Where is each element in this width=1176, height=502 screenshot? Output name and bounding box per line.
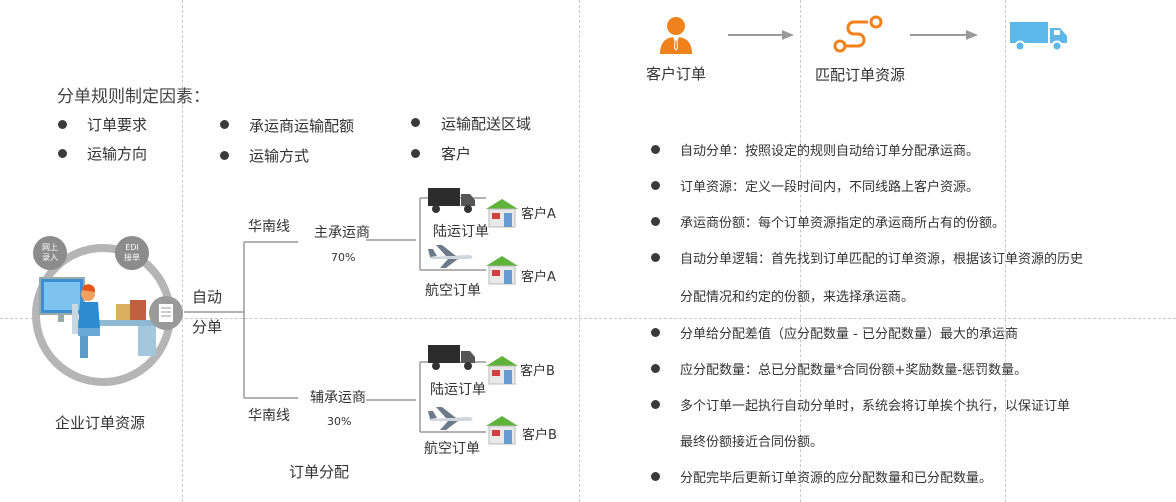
factor-item: 客户: [441, 145, 472, 163]
enterprise-label: 企业订单资源: [55, 414, 146, 432]
badge-label: 录入: [42, 253, 58, 262]
route-icon: [832, 14, 886, 58]
bullet-dot: [651, 217, 660, 226]
bullet-text: 应分配数量：总已分配数量*合同份额+奖励数量-惩罚数量。: [680, 363, 1028, 378]
truck-icon: [428, 186, 476, 218]
document-icon: [149, 296, 183, 330]
land-order-label: 陆运订单: [430, 382, 486, 398]
customer-label: 客户B: [520, 364, 555, 379]
airplane-icon: [428, 405, 476, 435]
store-icon: [484, 197, 520, 233]
bullet-text: 分单给分配差值（应分配数量 - 已分配数量）最大的承运商: [680, 327, 1018, 342]
badge-label: EDI: [125, 243, 139, 252]
bullet-dot: [651, 253, 660, 262]
truck-icon: [428, 343, 476, 375]
arrow-icon: [728, 27, 796, 46]
truck-icon: [1010, 20, 1070, 56]
bullet-dot: [411, 118, 420, 127]
bullet-text: 多个订单一起执行自动分单时，系统会将订单挨个执行，以保证订单: [680, 399, 1071, 414]
factor-item: 运输配送区域: [441, 115, 532, 133]
guide-line-vertical-4: [1005, 0, 1006, 502]
bullet-dot: [651, 472, 660, 481]
bullet-text: 分配情况和约定的份额，来选择承运商。: [680, 290, 915, 305]
flow-step-label: 匹配订单资源: [815, 66, 906, 84]
bullet-dot: [651, 181, 660, 190]
factor-item: 运输方式: [249, 147, 310, 165]
land-order-label: 陆运订单: [433, 224, 489, 240]
bullet-dot: [411, 149, 420, 158]
bullet-dot: [651, 145, 660, 154]
carrier-percent: 30%: [327, 415, 352, 428]
store-icon: [484, 254, 520, 290]
arrow-icon: [910, 27, 980, 46]
edi-badge: EDI 接单: [115, 236, 149, 270]
bullet-dot: [58, 120, 67, 129]
bullet-dot: [220, 120, 229, 129]
distribution-label: 订单分配: [289, 463, 350, 481]
customer-label: 客户A: [521, 270, 556, 285]
bullet-text: 自动分单：按照设定的规则自动给订单分配承运商。: [680, 144, 980, 159]
bullet-dot: [220, 151, 229, 160]
bullet-text: 分配完毕后更新订单资源的应分配数量和已分配数量。: [680, 471, 993, 486]
auto-split-label: 自动: [192, 288, 223, 306]
bullet-text: 最终份额接近合同份额。: [680, 435, 824, 450]
bullet-dot: [651, 364, 660, 373]
store-icon: [484, 414, 520, 450]
enterprise-illustration: [18, 238, 200, 400]
bullet-dot: [651, 328, 660, 337]
carrier-percent: 70%: [331, 251, 356, 264]
auto-split-label: 分单: [192, 318, 223, 336]
factors-title: 分单规则制定因素：: [57, 87, 210, 107]
badge-label: 网上: [42, 243, 58, 252]
flow-step-label: 客户订单: [646, 65, 707, 83]
factor-item: 订单要求: [87, 116, 148, 134]
store-icon: [484, 354, 520, 390]
guide-line-vertical-3: [800, 0, 801, 502]
bullet-dot: [58, 149, 67, 158]
customer-label: 客户A: [521, 207, 556, 222]
online-entry-badge: 网上 录入: [33, 236, 67, 270]
bullet-dot: [651, 400, 660, 409]
bullet-text: 承运商份额：每个订单资源指定的承运商所占有的份额。: [680, 216, 1006, 231]
line-label: 华南线: [248, 408, 290, 424]
guide-line-horizontal: [0, 318, 1176, 319]
customer-label: 客户B: [522, 428, 557, 443]
air-order-label: 航空订单: [424, 441, 480, 457]
carrier-name: 辅承运商: [310, 390, 366, 406]
bullet-text: 自动分单逻辑：首先找到订单匹配的订单资源，根据该订单资源的历史: [680, 252, 1084, 267]
person-icon: [656, 14, 696, 58]
branch-connectors: [180, 230, 420, 414]
air-order-label: 航空订单: [425, 283, 481, 299]
guide-line-vertical-1: [182, 0, 183, 502]
factor-item: 承运商运输配额: [249, 117, 355, 135]
bullet-text: 订单资源：定义一段时间内，不同线路上客户资源。: [680, 180, 980, 195]
guide-line-vertical-2: [579, 0, 580, 502]
line-label: 华南线: [248, 219, 290, 235]
carrier-name: 主承运商: [314, 225, 370, 241]
airplane-icon: [428, 243, 476, 273]
factor-item: 运输方向: [87, 145, 148, 163]
badge-label: 接单: [124, 253, 140, 262]
